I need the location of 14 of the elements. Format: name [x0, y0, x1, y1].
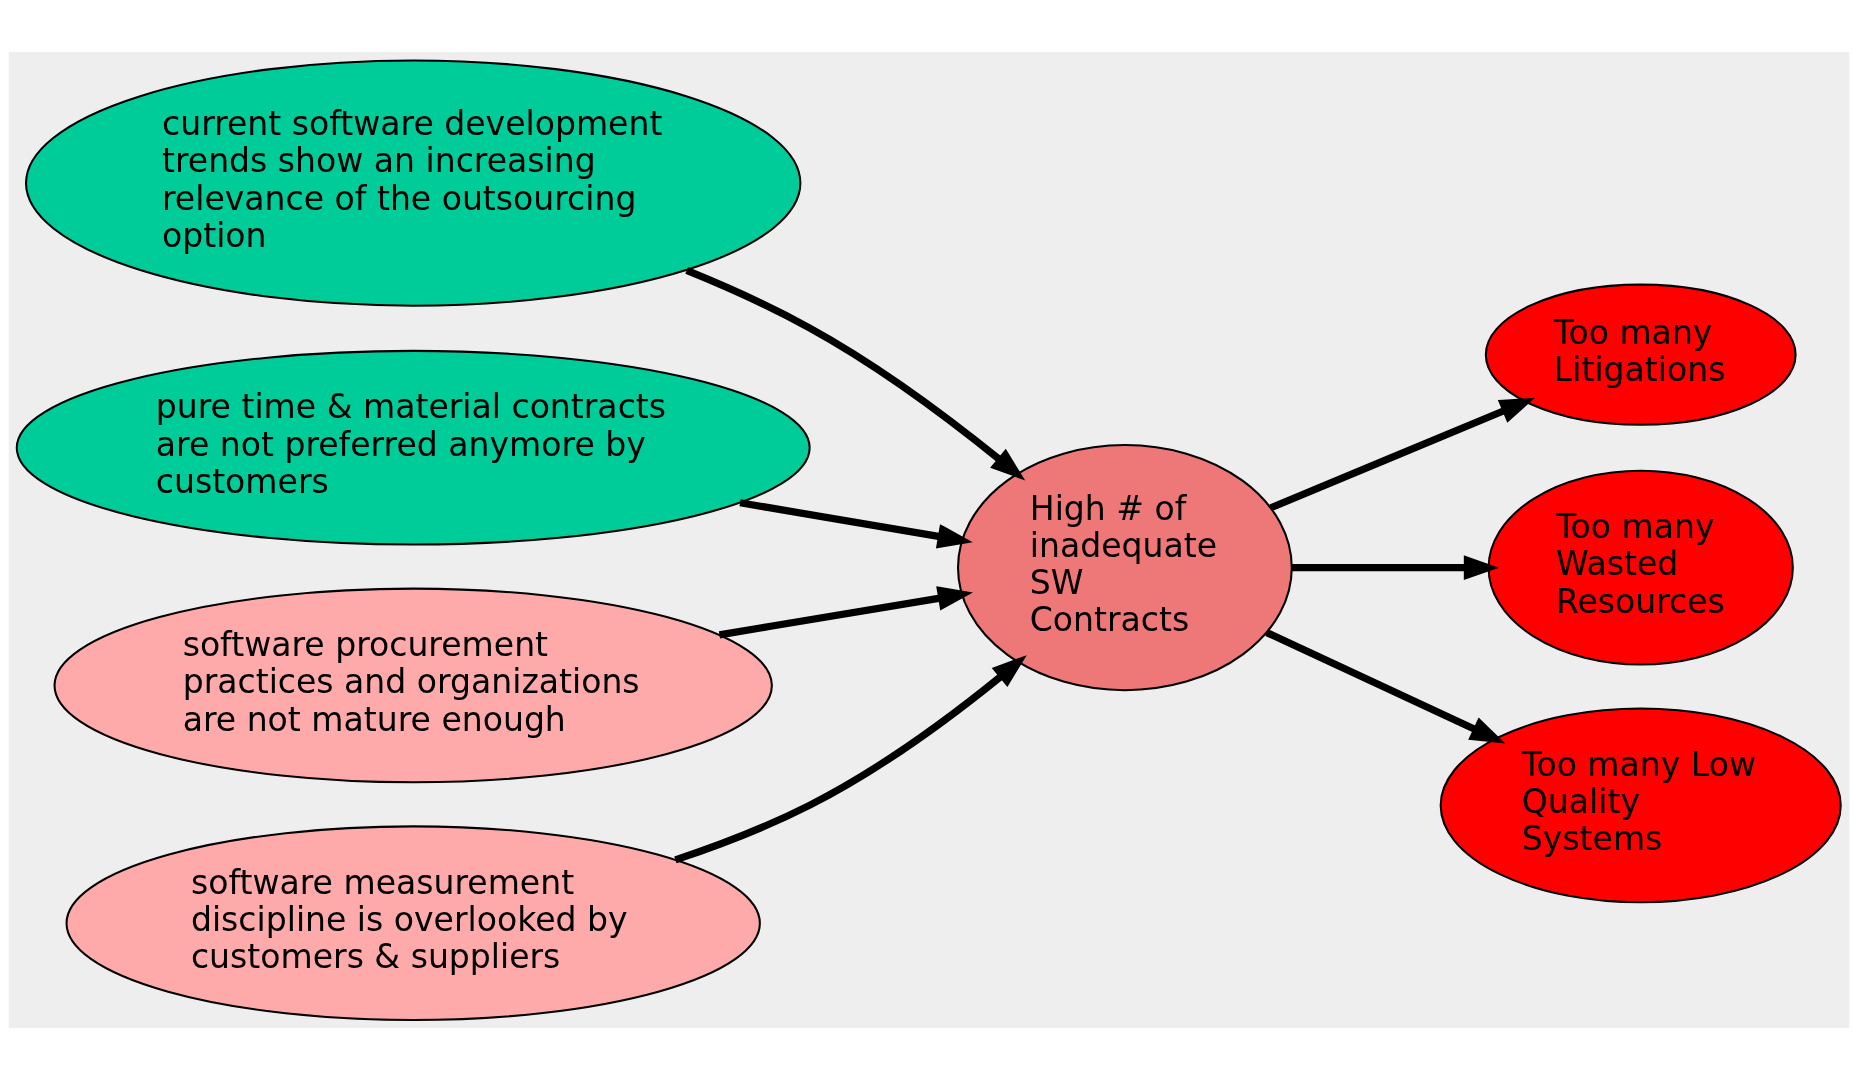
node-ellipse: Too many Low Quality Systems: [1439, 707, 1842, 903]
node-ellipse: Too many Wasted Resources: [1487, 469, 1794, 665]
arrow: [674, 654, 1027, 863]
node-ellipse: current software development trends show an increasing relevance of the outsourcing option: [25, 58, 802, 307]
arrow: [1291, 554, 1500, 580]
node-ellipse: software procurement practices and organizations are not mature enough: [53, 587, 773, 783]
node-ellipse: software measurement discipline is overlooked by customers & suppliers: [65, 824, 761, 1021]
node-ellipse: High # of inadequate SW Contracts: [956, 443, 1293, 691]
arrow: [1269, 397, 1536, 511]
arrow: [739, 498, 973, 548]
node-ellipse: pure time & material contracts are not preferred anymore by customers: [15, 349, 811, 546]
arrow: [1265, 628, 1506, 743]
arrow: [718, 585, 973, 638]
arrow: [685, 266, 1026, 480]
